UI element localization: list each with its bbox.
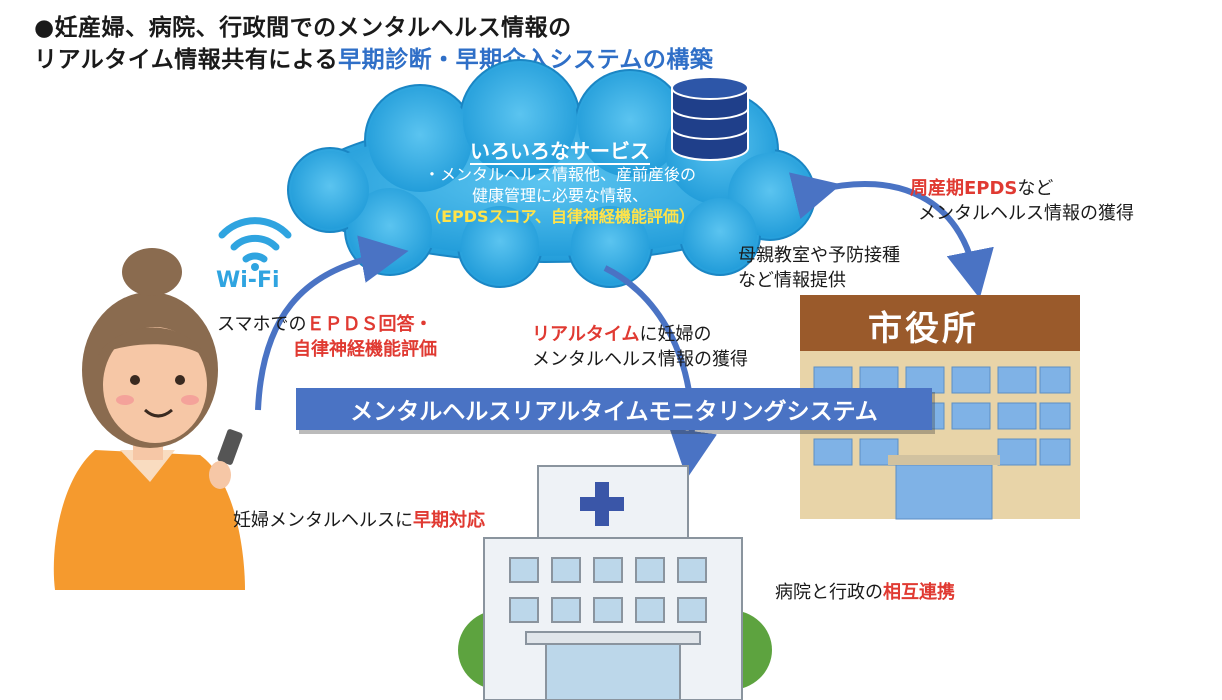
cooperation-red: 相互連携 <box>883 582 955 603</box>
realtime-label-line-2: メンタルヘルス情報の獲得 <box>532 349 748 370</box>
city-arrow-label-plain-1: など <box>1017 178 1054 199</box>
title-line-2: リアルタイム情報共有による早期診断・早期介入システムの構築 <box>34 40 713 74</box>
database-icon <box>671 76 749 161</box>
cloud-line-1: ・メンタルヘルス情報他、産前産後の <box>423 165 696 184</box>
title-line-2-plain: リアルタイム情報共有による <box>34 47 339 73</box>
cooperation-plain: 病院と行政の <box>775 582 883 603</box>
wifi-label: Wi-Fi <box>216 268 280 293</box>
early-response-plain: 妊婦メンタルヘルスに <box>233 510 413 531</box>
monitoring-system-banner: メンタルヘルスリアルタイムモニタリングシステム <box>296 388 932 430</box>
realtime-label-line-1: リアルタイムに妊婦の <box>532 322 711 347</box>
realtime-label-plain-1: に妊婦の <box>639 324 712 345</box>
cooperation-label: 病院と行政の相互連携 <box>775 580 955 605</box>
city-arrow-label-line-2: メンタルヘルス情報の獲得 <box>918 203 1134 224</box>
city-info-label-line-1: 母親教室や予防接種 <box>738 245 900 266</box>
realtime-label-red: リアルタイム <box>532 324 640 345</box>
hospital-building <box>458 465 772 700</box>
pregnant-woman-illustration <box>53 248 245 590</box>
smartphone-label-red-1: ＥＰＤＳ回答・ <box>306 314 433 335</box>
smartphone-label-red-2: 自律神経機能評価 <box>293 339 437 360</box>
cloud-heading: いろいろなサービス <box>470 139 650 165</box>
cloud-line-3: （EPDSスコア、自律神経機能評価） <box>425 207 695 226</box>
city-arrow-label-red: 周産期EPDS <box>910 178 1018 199</box>
title-line-1: ●妊産婦、病院、行政間でのメンタルヘルス情報の <box>34 15 572 41</box>
early-response-red: 早期対応 <box>413 510 485 531</box>
city-hall-sign: 市役所 <box>868 309 979 349</box>
city-info-label-line-2: など情報提供 <box>738 270 846 291</box>
smartphone-label-line-1: スマホでのＥＰＤＳ回答・ <box>217 312 432 337</box>
cloud-line-2: 健康管理に必要な情報、 <box>471 186 648 205</box>
early-response-label: 妊婦メンタルヘルスに早期対応 <box>233 508 485 533</box>
city-arrow-label-line-1: 周産期EPDSなど <box>910 176 1053 201</box>
wifi-icon <box>218 217 292 271</box>
smartphone-label-plain: スマホでの <box>217 314 307 335</box>
